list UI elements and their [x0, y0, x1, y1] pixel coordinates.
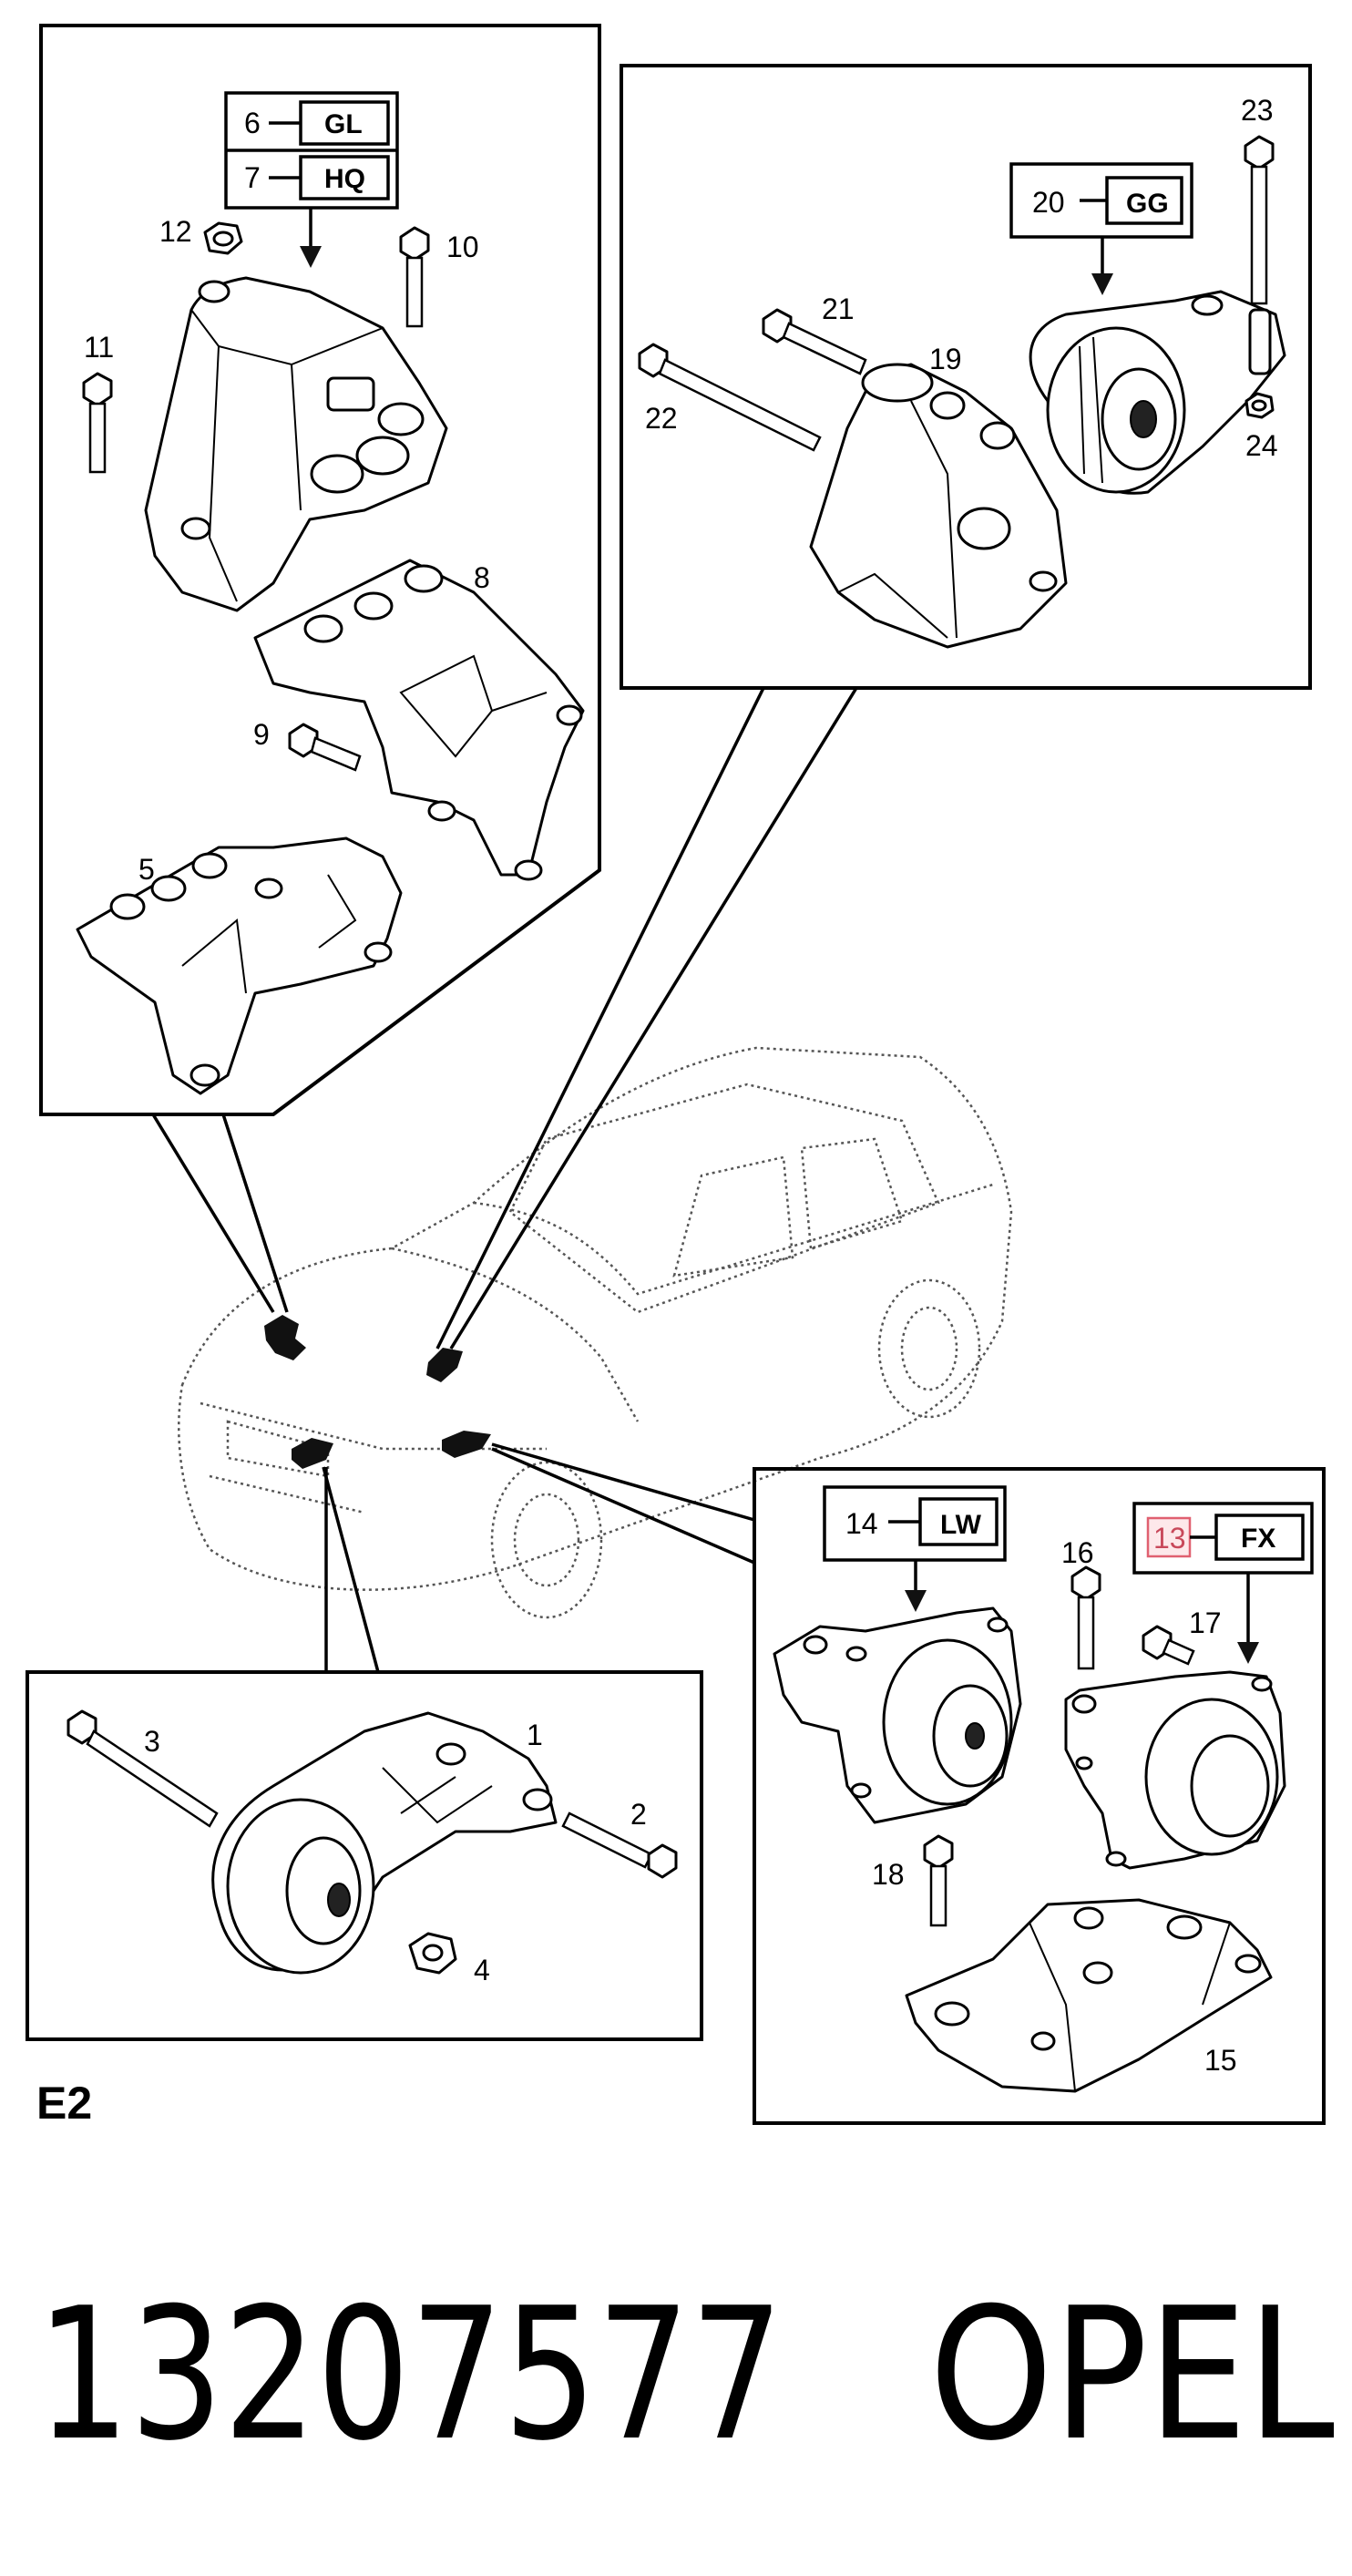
- leader-lines: [151, 687, 858, 1673]
- callout-19: 19: [929, 343, 962, 375]
- bolt-2: [561, 1811, 678, 1879]
- engine-mount-fx: [1064, 1670, 1286, 1870]
- code-label: FX: [1241, 1524, 1275, 1554]
- code-label: GG: [1126, 189, 1169, 219]
- brand-name: OPEL: [929, 2269, 1335, 2481]
- panel-top-left: 6 GL 7 HQ: [39, 24, 601, 1116]
- bracket-8: [253, 559, 585, 881]
- engine-mount-bottom-left: [211, 1711, 558, 1975]
- code-label: HQ: [324, 164, 365, 194]
- engine-mount-top-right: [1029, 290, 1286, 495]
- bolt-18: [923, 1834, 954, 1927]
- panel-bottom-right: 14 LW 13 FX: [753, 1467, 1326, 2125]
- callout-12: 12: [159, 215, 192, 248]
- callout-5: 5: [138, 853, 155, 886]
- code-number-highlighted: 13: [1153, 1522, 1186, 1555]
- bolt-16: [1070, 1565, 1101, 1670]
- callout-3: 3: [144, 1725, 160, 1758]
- callout-24: 24: [1245, 429, 1278, 462]
- panel-bottom-left: 3 1 2 4: [26, 1670, 703, 2041]
- callout-22: 22: [645, 402, 678, 435]
- code-label: GL: [324, 109, 363, 139]
- nut-12: [203, 221, 243, 255]
- bolt-22: [638, 343, 822, 452]
- bolt-3: [67, 1709, 219, 1828]
- engine-mount-left: [144, 276, 448, 612]
- bolt-10: [399, 226, 430, 328]
- callout-18: 18: [872, 1858, 905, 1891]
- callout-17: 17: [1189, 1606, 1222, 1639]
- code-box-group-top-left: 6 GL 7 HQ: [224, 91, 399, 268]
- bolt-9: [288, 723, 362, 772]
- code-number: 20: [1032, 186, 1065, 219]
- callout-21: 21: [822, 292, 855, 325]
- bolt-23: [1244, 135, 1275, 375]
- callout-2: 2: [630, 1798, 647, 1831]
- code-box-group-bottom-right-fx: 13 FX: [1132, 1502, 1314, 1664]
- bolt-11: [82, 372, 113, 474]
- callout-8: 8: [474, 561, 490, 594]
- mount-location-marks: [264, 1315, 491, 1469]
- code-number: 14: [845, 1507, 878, 1540]
- bracket-19: [809, 363, 1068, 649]
- callout-11: 11: [84, 331, 114, 364]
- part-number: 13207577: [36, 2269, 784, 2481]
- code-box-group-top-right: 20 GG: [1009, 162, 1193, 295]
- bolt-21: [762, 308, 867, 375]
- callout-4: 4: [474, 1954, 490, 1986]
- vehicle-outline: [178, 1046, 1013, 1619]
- code-number: 6: [244, 107, 261, 139]
- callout-9: 9: [253, 718, 270, 751]
- callout-10: 10: [446, 231, 479, 263]
- callout-1: 1: [527, 1719, 543, 1751]
- code-label: LW: [940, 1510, 982, 1540]
- section-label: E2: [36, 2078, 92, 2129]
- bracket-15: [905, 1898, 1273, 2093]
- engine-mount-lw: [773, 1606, 1022, 1824]
- bracket-5: [76, 836, 403, 1095]
- nut-24: [1244, 392, 1275, 419]
- callout-15: 15: [1204, 2044, 1237, 2077]
- bolt-17: [1142, 1625, 1195, 1666]
- callout-23: 23: [1241, 94, 1274, 127]
- code-number: 7: [244, 161, 261, 194]
- code-box-group-bottom-right-lw: 14 LW: [823, 1485, 1007, 1612]
- nut-4: [408, 1932, 457, 1975]
- panel-top-right: 20 GG: [620, 64, 1312, 690]
- callout-16: 16: [1061, 1536, 1094, 1569]
